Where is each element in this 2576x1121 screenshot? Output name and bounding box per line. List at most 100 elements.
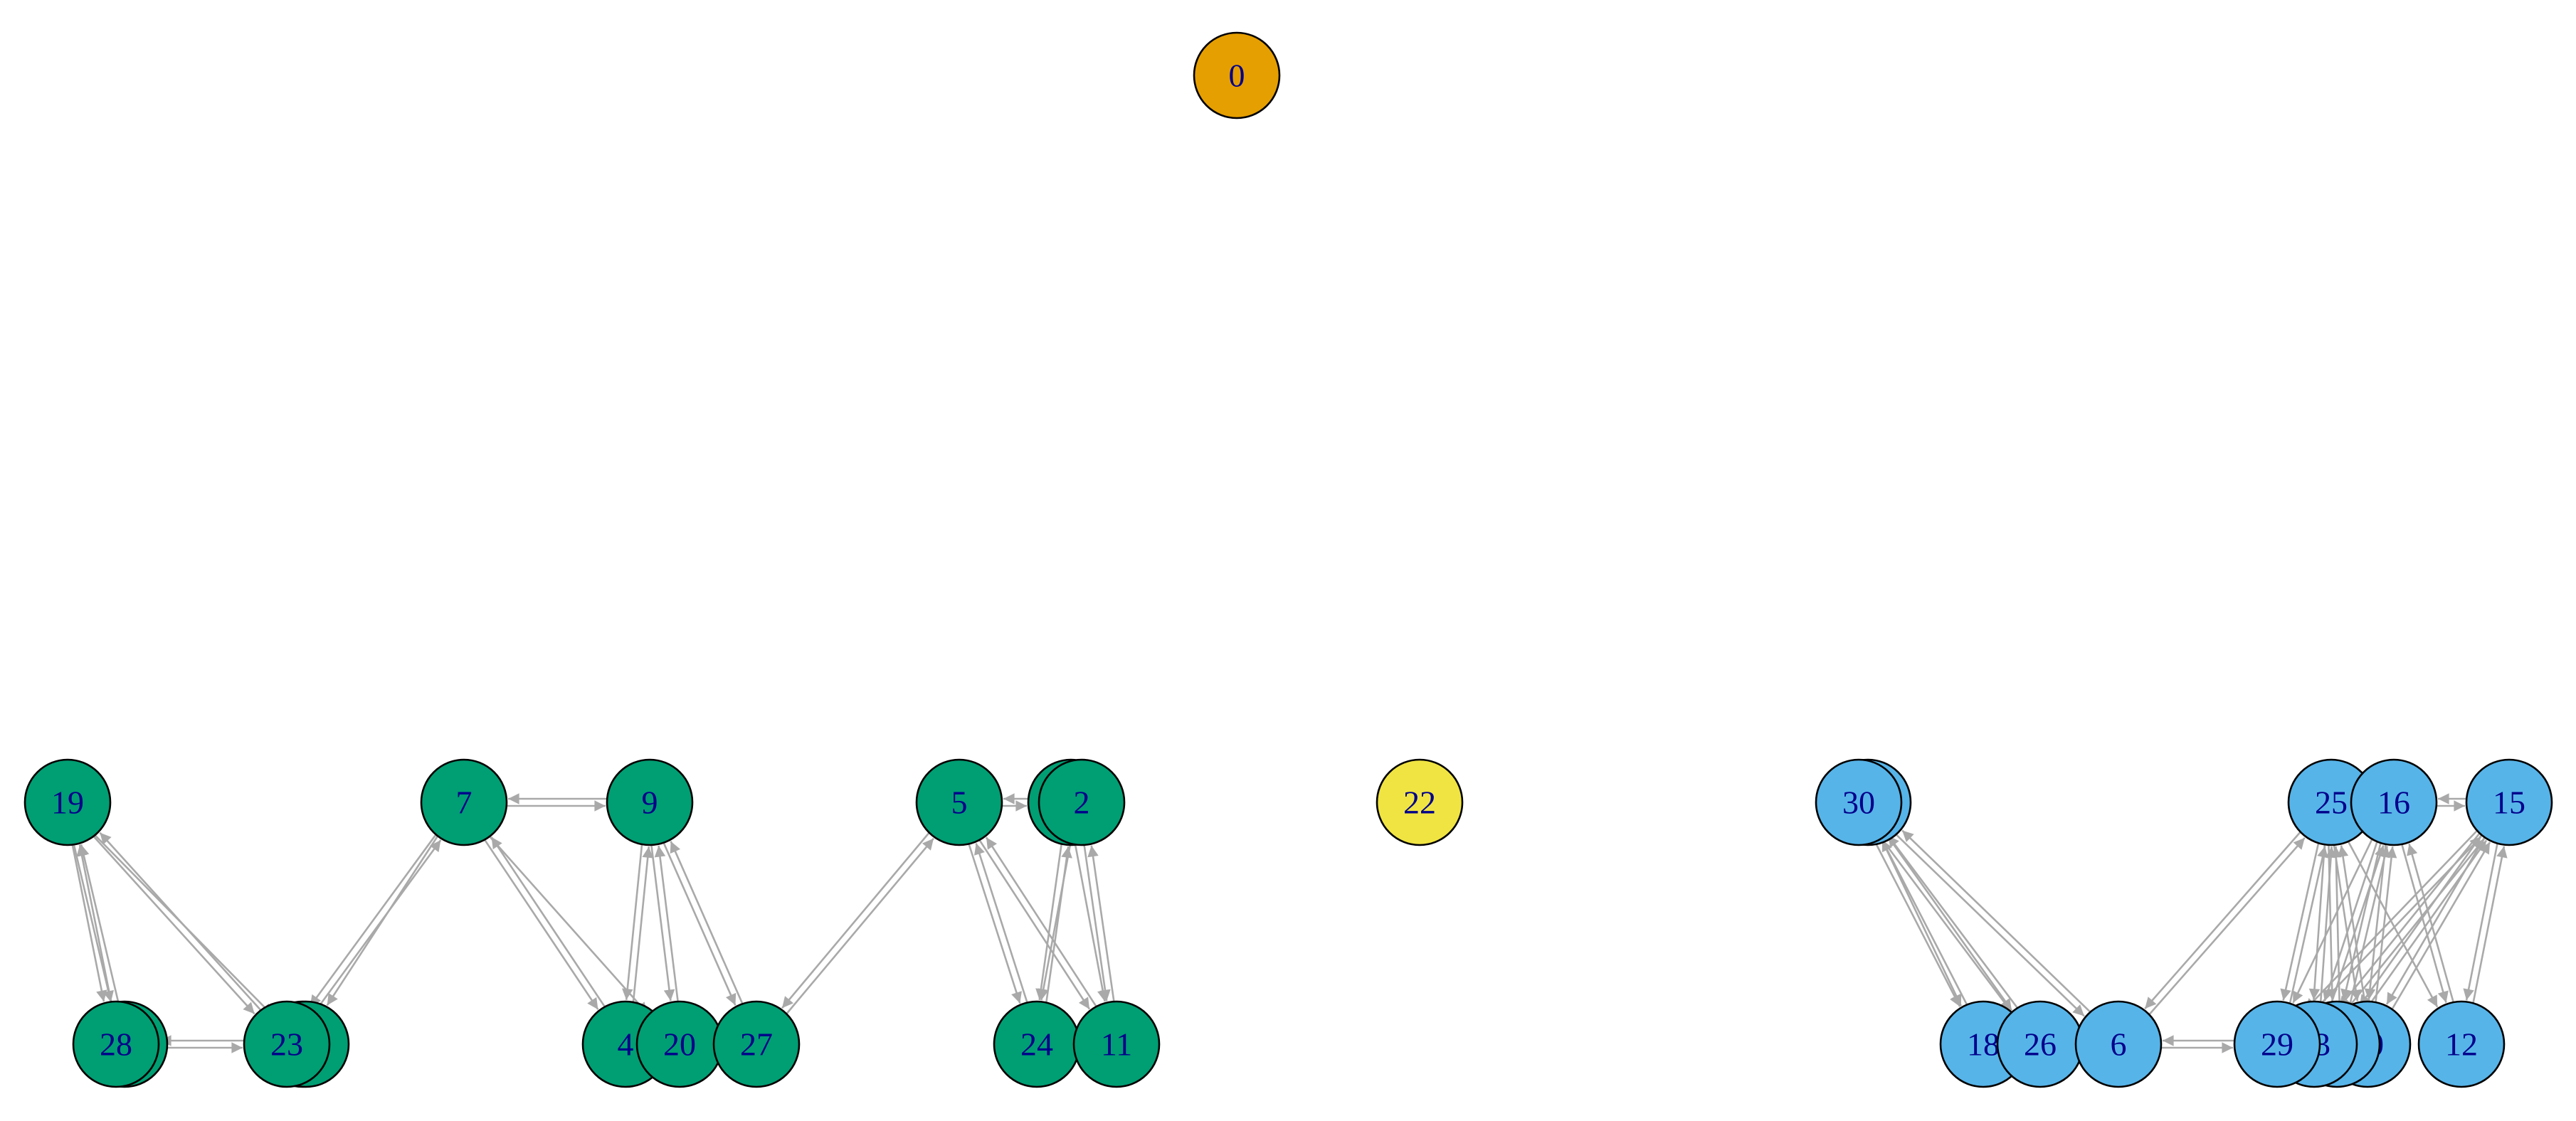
node-label-30: 30 bbox=[1842, 785, 1875, 821]
node-circle-2 bbox=[1038, 758, 1126, 846]
edge-10-to-16 bbox=[2375, 846, 2397, 1003]
edge-15-to-17 bbox=[2358, 834, 2483, 1007]
edge-4-to-7 bbox=[490, 836, 606, 1008]
edge-16-to-12 bbox=[2401, 844, 2449, 1003]
edge-1-to-18 bbox=[1882, 841, 1962, 1006]
edge-28-to-19 bbox=[76, 844, 112, 1002]
node-label-29: 29 bbox=[2261, 1026, 2293, 1063]
edge-17-to-16 bbox=[2349, 846, 2390, 1004]
edge-6-to-1 bbox=[1901, 829, 2091, 1013]
edge-15-to-29 bbox=[2304, 829, 2478, 1011]
edge-25-to-10 bbox=[2333, 844, 2362, 1002]
node-circle-22 bbox=[1376, 758, 1464, 846]
node-circle-27 bbox=[712, 1000, 801, 1088]
edge-30-to-18 bbox=[1874, 841, 1961, 1007]
node-label-27: 27 bbox=[740, 1026, 773, 1063]
node-label-15: 15 bbox=[2493, 785, 2525, 821]
node-label-18: 18 bbox=[1967, 1026, 2000, 1063]
edge-15-to-10 bbox=[2385, 836, 2486, 1005]
node-24: 24 bbox=[993, 1000, 1081, 1088]
node-label-2: 2 bbox=[1074, 785, 1090, 821]
node-20: 20 bbox=[635, 1000, 724, 1088]
node-25: 25 bbox=[2287, 758, 2375, 846]
edge-1-to-6 bbox=[1895, 834, 2085, 1017]
node-6: 6 bbox=[2074, 1000, 2163, 1088]
edge-19-to-8 bbox=[94, 834, 273, 1016]
node-circle-28 bbox=[72, 1000, 160, 1088]
node-label-28: 28 bbox=[100, 1026, 132, 1063]
edge-27-to-9 bbox=[670, 841, 744, 1004]
edge-11-to-2 bbox=[1087, 845, 1115, 1002]
node-circle-5 bbox=[915, 758, 1003, 846]
node-26: 26 bbox=[1996, 1000, 2084, 1088]
edge-27-to-5 bbox=[786, 837, 934, 1015]
edge-19-to-28 bbox=[71, 844, 107, 1002]
node-23: 23 bbox=[243, 1000, 331, 1088]
node-circle-30 bbox=[1815, 758, 1903, 846]
node-circle-12 bbox=[2417, 1000, 2506, 1088]
edge-25-to-13 bbox=[2308, 844, 2326, 1000]
nodes-layer: 0221979521214283823420272411130251615182… bbox=[23, 31, 2553, 1088]
node-label-16: 16 bbox=[2377, 785, 2410, 821]
edge-16-to-29 bbox=[2292, 839, 2373, 1004]
edge-15-to-13 bbox=[2338, 832, 2481, 1009]
node-circle-23 bbox=[243, 1000, 331, 1088]
node-22: 22 bbox=[1376, 758, 1464, 846]
node-label-6: 6 bbox=[2111, 1026, 2127, 1063]
edge-21-to-24 bbox=[1035, 844, 1062, 1001]
node-28: 28 bbox=[72, 1000, 160, 1088]
node-label-22: 22 bbox=[1403, 785, 1436, 821]
edge-25-to-29 bbox=[2280, 843, 2320, 1001]
node-27: 27 bbox=[712, 1000, 801, 1088]
node-label-9: 9 bbox=[642, 785, 658, 821]
edge-25-to-17 bbox=[2326, 845, 2338, 1001]
edge-5-to-11 bbox=[978, 839, 1091, 1010]
edge-12-to-15 bbox=[2472, 846, 2508, 1004]
edge-19-to-23 bbox=[93, 835, 255, 1015]
node-circle-0 bbox=[1193, 31, 1281, 119]
node-12: 12 bbox=[2417, 1000, 2506, 1088]
edge-5-to-27 bbox=[781, 832, 930, 1009]
node-label-12: 12 bbox=[2445, 1026, 2478, 1063]
node-circle-29 bbox=[2233, 1000, 2321, 1088]
edge-10-to-25 bbox=[2337, 845, 2366, 1002]
edge-6-to-25 bbox=[2148, 837, 2306, 1016]
edge-13-to-15 bbox=[2343, 838, 2486, 1014]
edge-9-to-27 bbox=[663, 842, 737, 1006]
node-label-7: 7 bbox=[456, 785, 473, 821]
node-5: 5 bbox=[915, 758, 1003, 846]
edge-2-to-11 bbox=[1083, 844, 1111, 1002]
edge-7-to-23 bbox=[309, 834, 437, 1007]
edge-29-to-25 bbox=[2289, 846, 2328, 1004]
edge-12-to-16 bbox=[2407, 844, 2454, 1003]
edge-10-to-15 bbox=[2391, 841, 2491, 1010]
node-label-20: 20 bbox=[663, 1026, 696, 1063]
edge-9-to-4 bbox=[621, 844, 643, 1000]
node-circle-19 bbox=[23, 758, 112, 846]
edge-18-to-30 bbox=[1881, 839, 1968, 1005]
node-label-4: 4 bbox=[618, 1026, 634, 1063]
node-0: 0 bbox=[1193, 31, 1281, 119]
node-label-24: 24 bbox=[1020, 1026, 1053, 1063]
node-label-0: 0 bbox=[1229, 58, 1245, 94]
node-11: 11 bbox=[1072, 1000, 1161, 1088]
node-circle-6 bbox=[2074, 1000, 2163, 1088]
node-9: 9 bbox=[606, 758, 694, 846]
edge-25-to-12 bbox=[2347, 841, 2439, 1008]
edge-7-to-4 bbox=[484, 839, 599, 1010]
node-label-26: 26 bbox=[2024, 1026, 2057, 1063]
edge-5-to-24 bbox=[968, 844, 1022, 1004]
node-label-19: 19 bbox=[51, 785, 84, 821]
edge-21-to-11 bbox=[1074, 844, 1109, 1002]
edge-4-to-9 bbox=[632, 846, 654, 1002]
node-label-11: 11 bbox=[1101, 1026, 1132, 1063]
node-15: 15 bbox=[2465, 758, 2553, 846]
edge-7-to-8 bbox=[326, 835, 439, 1006]
edge-23-to-7 bbox=[314, 839, 442, 1013]
edge-24-to-5 bbox=[974, 843, 1028, 1003]
edge-7-to-20 bbox=[489, 836, 648, 1014]
edge-25-to-6 bbox=[2144, 831, 2301, 1009]
edge-1-to-26 bbox=[1889, 839, 2013, 1011]
edge-30-to-26 bbox=[1880, 838, 2012, 1012]
